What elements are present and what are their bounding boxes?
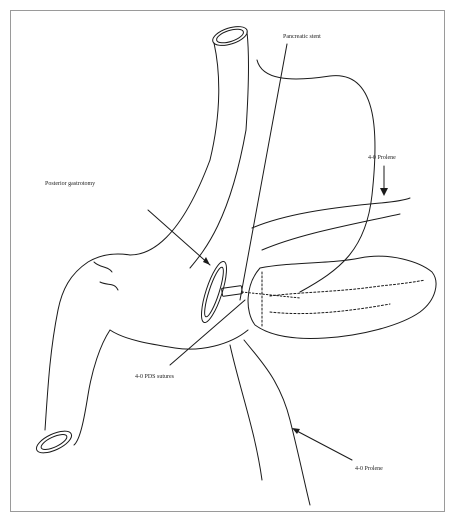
pointer-pancreatic-stent — [240, 44, 287, 300]
label-4-0-prolene-lower: 4-0 Prolene — [355, 466, 383, 472]
label-4-0-prolene-upper: 4-0 Prolene — [368, 155, 396, 161]
duodenum — [33, 254, 130, 457]
pointer-pds-sutures — [170, 300, 245, 365]
pointer-gastrotomy — [148, 210, 210, 265]
pointer-prolene-lower — [295, 430, 352, 460]
pancreas — [248, 256, 436, 338]
label-4-0-pds-sutures: 4-0 PDS sutures — [135, 374, 174, 380]
label-posterior-gastrotomy: Posterior gastrotomy — [45, 181, 95, 187]
stomach — [110, 60, 375, 349]
bowel-loops — [230, 198, 410, 505]
label-pancreatic-stent: Pancreatic stent — [283, 34, 321, 40]
pancreatic-stent — [222, 286, 300, 298]
esophagus — [210, 23, 250, 160]
gastrotomy-opening — [197, 259, 232, 325]
